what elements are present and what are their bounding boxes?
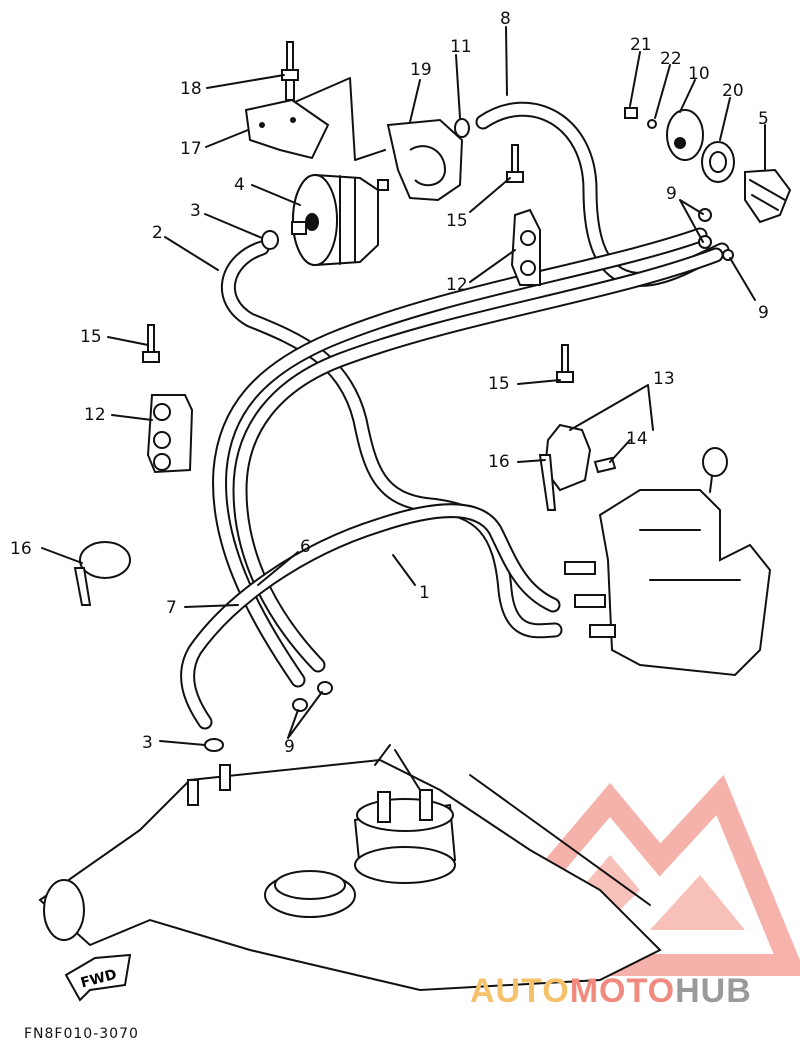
- part-label: 5: [758, 109, 769, 129]
- part-label: 22: [660, 49, 682, 69]
- hoses: [180, 101, 730, 730]
- part-label: 4: [234, 175, 245, 195]
- watermark-auto: AUTO: [470, 972, 570, 1010]
- hose-holder-12-left: [142, 324, 194, 474]
- part-label: 15: [488, 374, 510, 394]
- hose-holder-12-upper: [506, 144, 541, 286]
- bolt-18: [281, 41, 299, 101]
- hose-holder-13: [538, 344, 617, 511]
- part-label: 16: [488, 452, 510, 472]
- part-label: 16: [10, 539, 32, 559]
- part-label: 9: [666, 184, 677, 204]
- part-label: 9: [758, 303, 769, 323]
- part-label: 17: [180, 139, 202, 159]
- part-label: 12: [84, 405, 106, 425]
- automotohub-wordmark: AUTOMOTOHUB: [470, 972, 752, 1010]
- part-label: 10: [688, 64, 710, 84]
- watermark-moto: MOTO: [570, 972, 675, 1010]
- part-label: 3: [142, 733, 153, 753]
- part-label: 15: [446, 211, 468, 231]
- filter-bracket: [244, 98, 464, 202]
- watermark-hub: HUB: [675, 972, 752, 1010]
- part-label: 1: [419, 583, 430, 603]
- part-label: 8: [500, 9, 511, 29]
- carburetor: [564, 447, 772, 677]
- part-label: 21: [630, 35, 652, 55]
- drawing-code: FN8F010-3070: [24, 1026, 139, 1042]
- part-label: 7: [166, 598, 177, 618]
- leader-lines: [41, 26, 766, 906]
- part-label: 19: [410, 60, 432, 80]
- clamps-lower: [204, 681, 333, 752]
- strap-16-left: [73, 541, 131, 606]
- part-label: 20: [722, 81, 744, 101]
- fwd-arrow: FWD: [64, 953, 132, 1002]
- part-label: 15: [80, 327, 102, 347]
- fuel-filter: [291, 173, 389, 267]
- part-label: 2: [152, 223, 163, 243]
- part-label: 14: [626, 429, 648, 449]
- part-label: 11: [450, 37, 472, 57]
- part-label: 6: [300, 537, 311, 557]
- part-label: 9: [284, 737, 295, 757]
- part-label: 3: [190, 201, 201, 221]
- fuel-pump-parts: [624, 107, 792, 261]
- svg-text:AUTOMOTOHUB: AUTOMOTOHUB: [470, 972, 752, 1010]
- part-labels: 1 2 3 3 4 5 6 7 8 9 9 9 10 11 12 12 13 1…: [10, 9, 769, 757]
- part-label: 13: [653, 369, 675, 389]
- fuel-tank: [38, 744, 662, 992]
- part-label: 12: [446, 275, 468, 295]
- clamp-11: [261, 118, 470, 250]
- part-label: 18: [180, 79, 202, 99]
